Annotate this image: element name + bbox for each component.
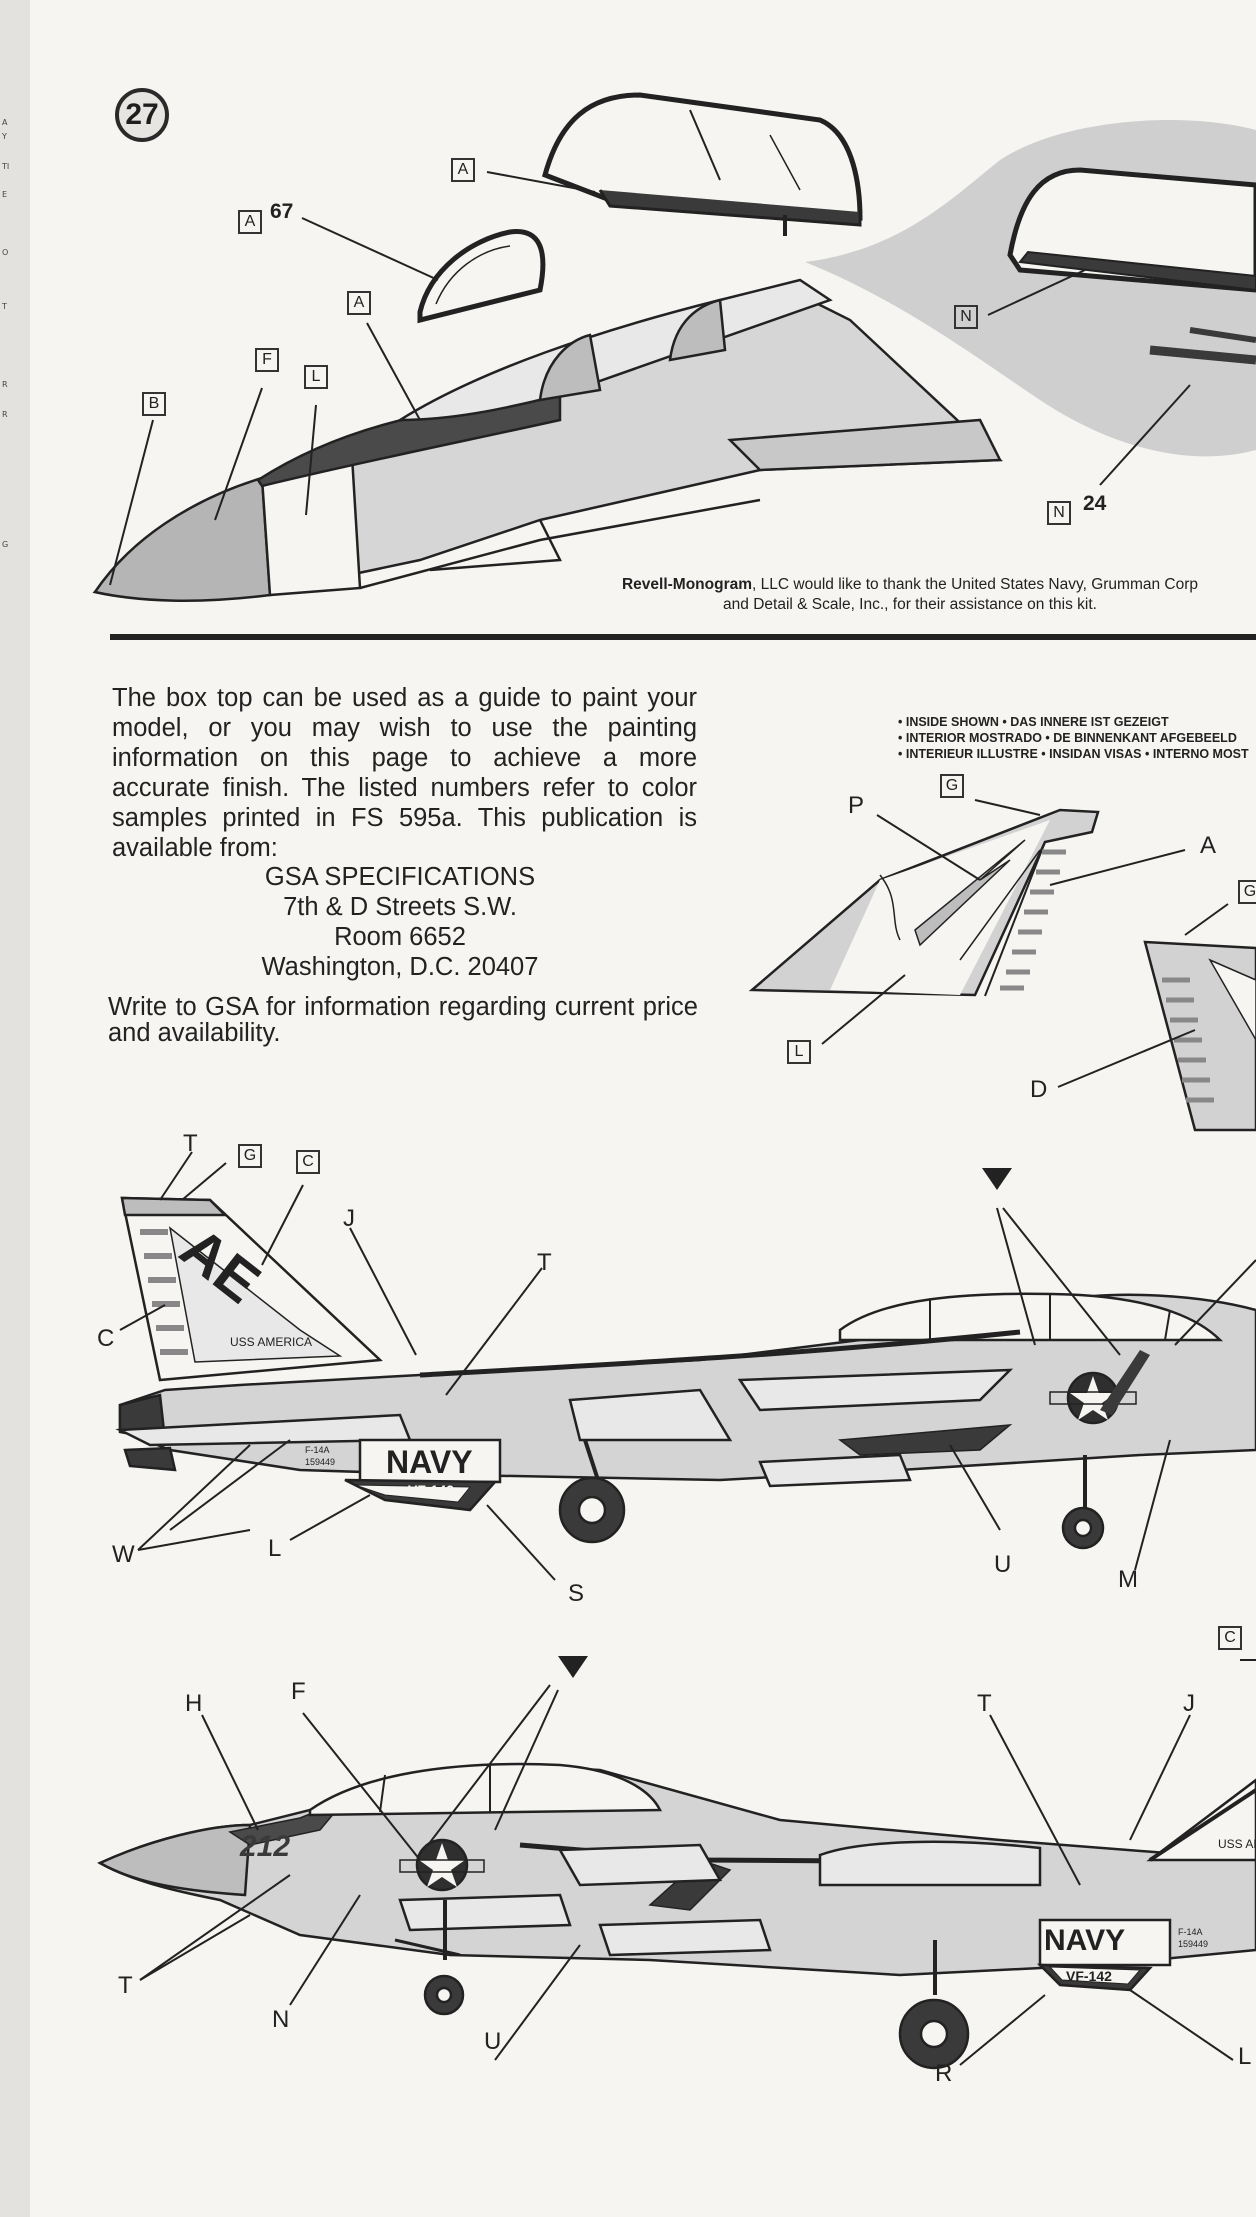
callout-box-n: N: [954, 305, 978, 329]
ship-name-marking-2: USS AMERICA: [1218, 1837, 1256, 1851]
part-number: 24: [1083, 492, 1107, 515]
address-line: Washington, D.C. 20407: [261, 953, 539, 981]
paint-guide-intro: The box top can be used as a guide to pa…: [112, 684, 697, 862]
callout-t: T: [118, 1972, 133, 1999]
ship-name-marking: USS AMERICA: [230, 1335, 313, 1349]
edge-text: G: [2, 540, 9, 549]
callout-box-l: L: [787, 1040, 811, 1064]
edge-text: E: [2, 190, 8, 199]
acknowledgement: Revell-Monogram, LLC would like to thank…: [560, 575, 1256, 615]
callout-box-a: A: [347, 291, 371, 315]
callout-l: L: [1238, 2043, 1252, 2070]
acknowledgement-line1: , LLC would like to thank the United Sta…: [752, 576, 1199, 593]
edge-text: O: [2, 248, 9, 257]
inside-shown-legend: • INSIDE SHOWN • DAS INNERE IST GEZEIGT …: [898, 714, 1249, 762]
serial-number-marking-2: 159449: [1178, 1939, 1209, 1949]
brand-name: Revell-Monogram: [621, 576, 753, 593]
step-number: 27: [115, 88, 169, 142]
part-number: 67: [270, 200, 294, 223]
callout-u: U: [484, 2028, 502, 2055]
callout-s: S: [568, 1580, 585, 1607]
callout-box-n: N: [1047, 501, 1071, 525]
callout-n: N: [272, 2006, 290, 2033]
edge-text: Y: [2, 132, 7, 141]
callout-f: F: [291, 1678, 306, 1705]
aircraft-type-marking-2: F-14A: [1178, 1927, 1203, 1937]
legend-line: • INTERIEUR ILLUSTRE • INSIDAN VISAS • I…: [898, 747, 1249, 761]
paint-guide-outro: Write to GSA for information regarding c…: [108, 993, 698, 1047]
callout-u: U: [994, 1551, 1012, 1578]
callout-box-c: C: [296, 1150, 320, 1174]
edge-text: T: [2, 302, 7, 311]
gsa-address: GSA SPECIFICATIONS 7th & D Streets S.W. …: [200, 862, 600, 982]
inside-shown-marker-icon: [558, 1656, 588, 1678]
callout-box-l: L: [304, 365, 328, 389]
callout-box-g: G: [1238, 880, 1256, 904]
navy-marking-2: NAVY: [1044, 1924, 1126, 1957]
callout-l: L: [268, 1535, 282, 1562]
callout-box-g: G: [940, 774, 964, 798]
callout-box-a: A: [451, 158, 475, 182]
callout-t: T: [183, 1130, 198, 1157]
squadron-marking-2: VF-142: [1066, 1968, 1112, 1984]
callout-t: T: [537, 1249, 552, 1276]
callout-h: H: [185, 1690, 203, 1717]
section-divider: [110, 634, 1256, 640]
callout-box-c: C: [1218, 1626, 1242, 1650]
callout-box-b: B: [142, 392, 166, 416]
edge-text: R: [2, 410, 8, 419]
callout-t: T: [977, 1690, 992, 1717]
address-line: Room 6652: [334, 923, 466, 951]
vertical-tail-detail: [748, 799, 1256, 1132]
callout-j: J: [343, 1205, 355, 1232]
acknowledgement-line2: and Detail & Scale, Inc., for their assi…: [723, 596, 1097, 613]
callout-r: R: [935, 2060, 953, 2087]
inside-shown-marker-icon: [982, 1168, 1012, 1190]
modex-marking: 212: [240, 1830, 291, 1863]
legend-line: • INSIDE SHOWN • DAS INNERE IST GEZEIGT: [898, 715, 1169, 729]
nose-assembly-drawing: [92, 92, 1256, 602]
address-line: GSA SPECIFICATIONS: [264, 863, 536, 891]
edge-text: A: [2, 118, 8, 127]
callout-j: J: [1183, 1690, 1195, 1717]
side-view-left-drawing: [115, 1151, 1256, 1581]
callout-d: D: [1030, 1076, 1048, 1103]
serial-number-marking: 159449: [305, 1457, 336, 1467]
address-line: 7th & D Streets S.W.: [283, 893, 517, 921]
callout-p: P: [848, 792, 865, 819]
edge-text: TI: [2, 162, 10, 171]
side-view-right-drawing: [97, 1659, 1256, 2070]
callout-box-g: G: [238, 1144, 262, 1168]
aircraft-type-marking: F-14A: [305, 1445, 330, 1455]
callout-c: C: [97, 1325, 115, 1352]
callout-m: M: [1118, 1566, 1138, 1593]
callout-a: A: [1200, 832, 1217, 859]
callout-box-f: F: [255, 348, 279, 372]
squadron-marking: VF-142: [408, 1482, 454, 1498]
edge-text: R: [2, 380, 8, 389]
callout-box-a: A: [238, 210, 262, 234]
callout-w: W: [112, 1541, 135, 1568]
legend-line: • INTERIOR MOSTRADO • DE BINNENKANT AFGE…: [898, 731, 1237, 745]
navy-marking: NAVY: [386, 1444, 473, 1480]
